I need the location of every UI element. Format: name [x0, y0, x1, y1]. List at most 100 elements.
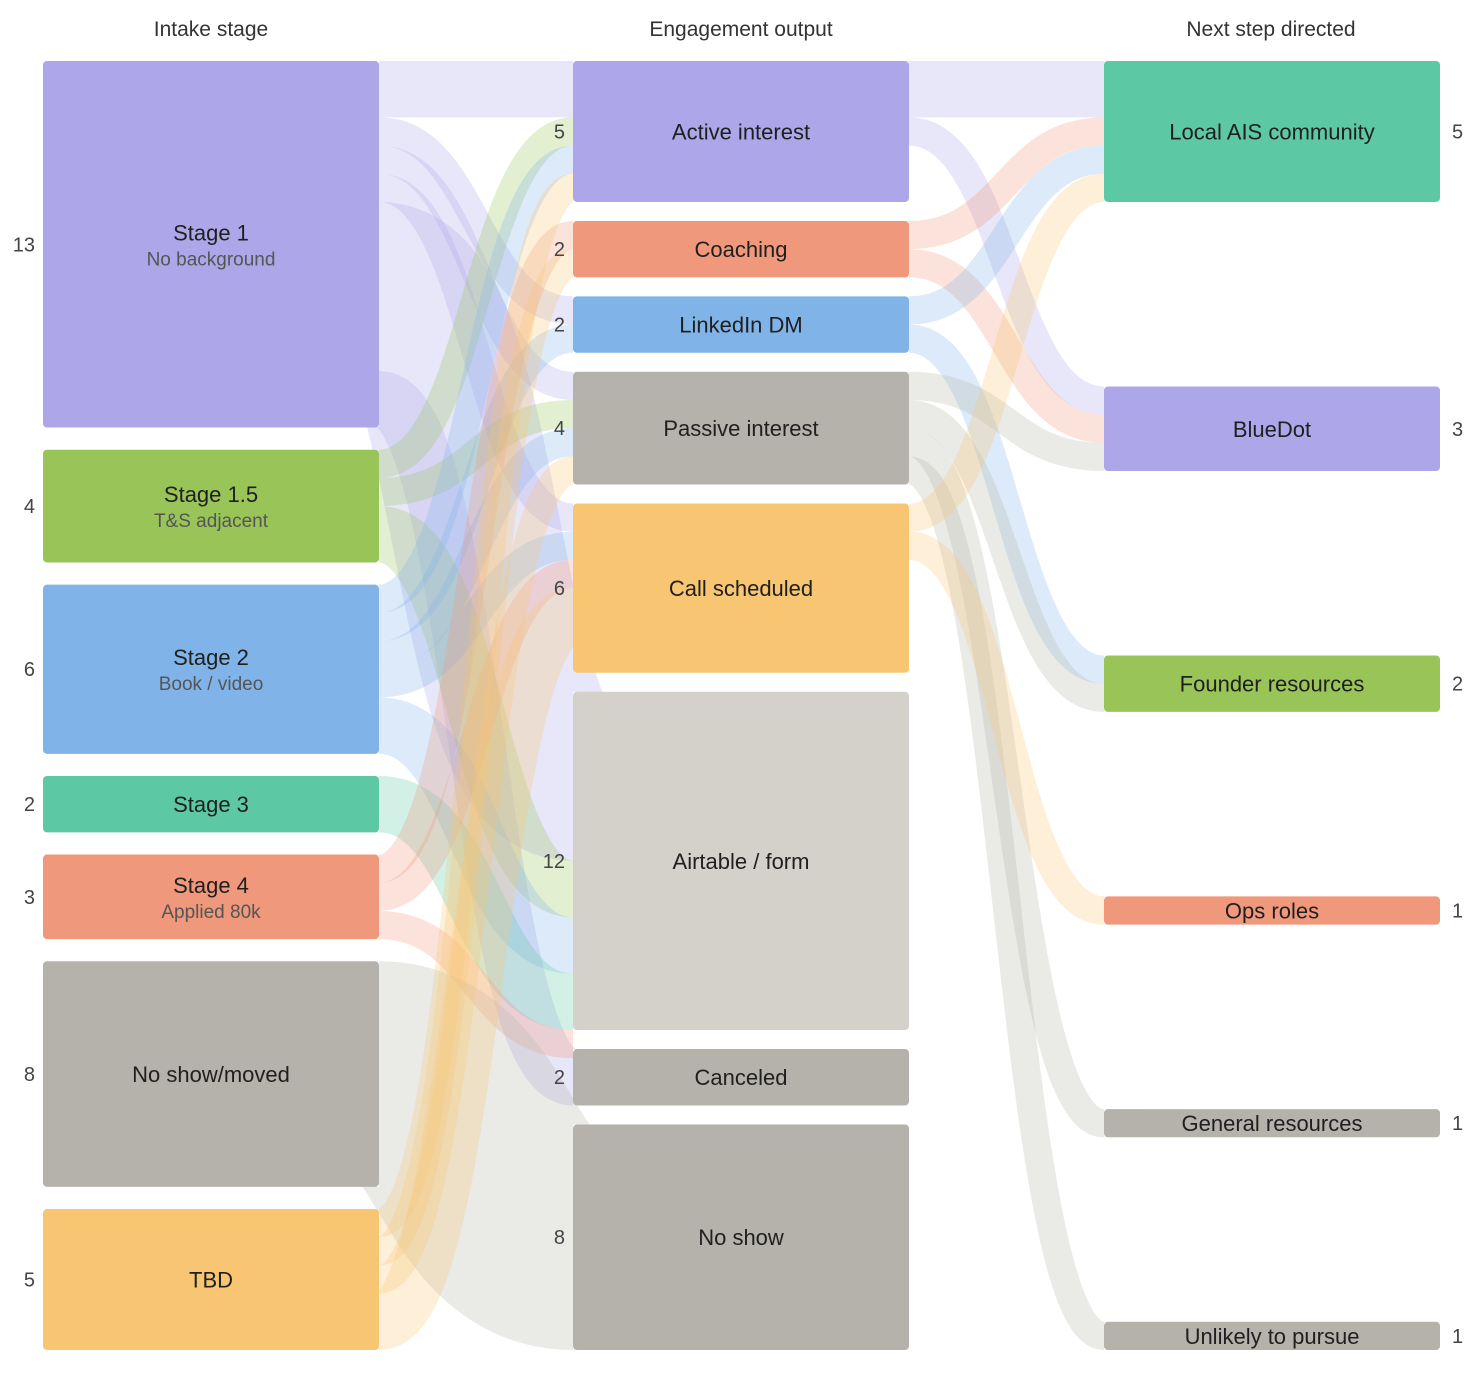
flow-tbd-to-pi — [375, 456, 577, 1294]
node-label-ca: Canceled — [695, 1065, 788, 1090]
flow-s2-to-ai — [376, 145, 576, 613]
flow-s1-to-li — [377, 117, 575, 325]
node-count-fr: 2 — [1452, 674, 1463, 696]
flow-s4-to-af — [378, 910, 574, 1059]
node-label-fr: Founder resources — [1180, 672, 1365, 697]
node-count-nsm: 8 — [24, 1064, 35, 1086]
node-fr[interactable]: Founder resources 2 — [1104, 655, 1463, 712]
node-label-up: Unlikely to pursue — [1185, 1324, 1360, 1349]
node-label-s1: Stage 1 — [173, 220, 249, 245]
node-count-af: 12 — [543, 851, 565, 873]
node-rect-up[interactable] — [1104, 1321, 1440, 1350]
node-rect-fr[interactable] — [1104, 655, 1440, 712]
flow-s2-to-pi — [377, 428, 575, 670]
node-sublabel-s1: No background — [147, 249, 276, 270]
node-rect-cs[interactable] — [573, 503, 909, 673]
node-s2[interactable]: Stage 2 Book / video 6 — [24, 584, 379, 754]
flow-s4-to-co — [376, 220, 576, 883]
node-rect-ai[interactable] — [573, 61, 909, 202]
flow-cs-to-ops — [907, 531, 1106, 925]
flow-s15-to-pi — [378, 399, 574, 507]
node-rect-s2[interactable] — [43, 584, 379, 754]
node-count-li: 2 — [554, 315, 565, 337]
node-rect-s1[interactable] — [43, 61, 379, 428]
node-label-bd: BlueDot — [1233, 417, 1311, 442]
flow-pi-to-fr — [907, 399, 1106, 712]
flows — [338, 60, 1108, 1351]
node-rect-li[interactable] — [573, 296, 909, 353]
node-s1[interactable]: Stage 1 No background 13 — [13, 61, 379, 428]
flow-pi-to-bd — [908, 371, 1105, 472]
node-count-s4: 3 — [24, 887, 35, 909]
node-rect-pi[interactable] — [573, 371, 909, 485]
node-label-li: LinkedIn DM — [679, 313, 803, 338]
node-rect-bd[interactable] — [1104, 386, 1440, 472]
node-rect-s3[interactable] — [43, 775, 379, 833]
flow-s1-to-pi — [377, 145, 575, 400]
flow-li-to-fr — [907, 324, 1106, 684]
node-count-gr: 1 — [1452, 1113, 1463, 1135]
node-rect-s15[interactable] — [43, 449, 379, 563]
flow-s3-to-af — [376, 775, 576, 1031]
node-sublabel-s4: Applied 80k — [161, 902, 261, 923]
node-sublabel-s15: T&S adjacent — [154, 511, 269, 532]
flow-s1-to-cs — [377, 173, 575, 532]
node-count-pi: 4 — [554, 418, 565, 440]
node-label-ops: Ops roles — [1225, 899, 1319, 924]
node-label-s2: Stage 2 — [173, 645, 249, 670]
node-s4[interactable]: Stage 4 Applied 80k 3 — [24, 854, 379, 940]
node-rect-gr[interactable] — [1104, 1109, 1440, 1138]
flow-cs-to-lais — [907, 173, 1106, 532]
node-rect-co[interactable] — [573, 220, 909, 278]
node-label-tbd: TBD — [189, 1268, 233, 1293]
node-li[interactable]: LinkedIn DM 2 — [554, 296, 909, 353]
flow-tbd-to-co — [375, 249, 577, 1266]
flow-s2-to-cs — [378, 531, 574, 698]
flow-s2-to-af — [376, 697, 576, 974]
node-pi[interactable]: Passive interest 4 — [554, 371, 909, 485]
flow-pi-to-up — [905, 456, 1108, 1350]
node-rect-tbd[interactable] — [43, 1209, 379, 1350]
node-label-pi: Passive interest — [663, 416, 818, 441]
node-count-ns: 8 — [554, 1227, 565, 1249]
flow-tbd-to-cs — [371, 588, 581, 1350]
node-rect-nsm[interactable] — [43, 961, 379, 1187]
node-count-s3: 2 — [24, 794, 35, 816]
node-count-s1: 13 — [13, 234, 35, 256]
node-s3[interactable]: Stage 3 2 — [24, 775, 379, 833]
node-label-s3: Stage 3 — [173, 792, 249, 817]
node-bd[interactable]: BlueDot 3 — [1104, 386, 1463, 472]
flow-tbd-to-ai — [375, 173, 577, 1238]
node-count-lais: 5 — [1452, 121, 1463, 143]
node-label-cs: Call scheduled — [669, 576, 813, 601]
node-label-af: Airtable / form — [673, 849, 810, 874]
flow-s1-to-af — [338, 201, 614, 861]
node-rect-ns[interactable] — [573, 1124, 909, 1350]
node-rect-ops[interactable] — [1104, 896, 1440, 925]
node-rect-af[interactable] — [573, 691, 909, 1031]
node-rect-ca[interactable] — [573, 1049, 909, 1106]
node-rect-s4[interactable] — [43, 854, 379, 940]
node-label-s4: Stage 4 — [173, 873, 249, 898]
column-title-intake: Intake stage — [154, 18, 268, 41]
flow-li-to-lais — [908, 145, 1105, 325]
flow-s1-to-ca — [371, 371, 581, 1106]
node-rect-lais[interactable] — [1104, 61, 1440, 202]
node-count-s2: 6 — [24, 659, 35, 681]
node-af[interactable]: Airtable / form 12 — [543, 691, 909, 1031]
node-sublabel-s2: Book / video — [159, 674, 264, 695]
node-count-bd: 3 — [1452, 419, 1463, 441]
